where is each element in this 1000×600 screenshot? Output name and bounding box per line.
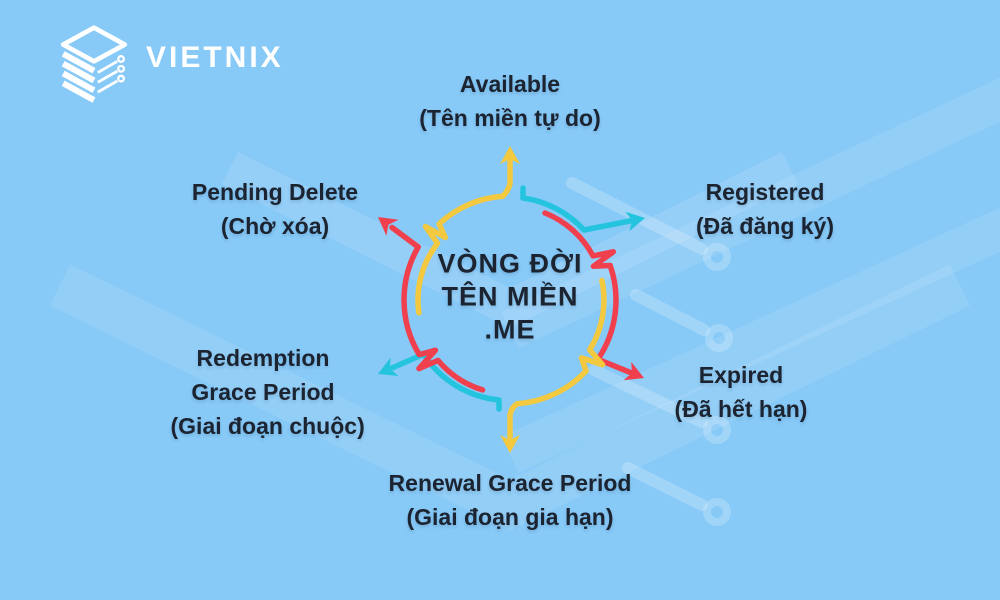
arrow-up-available-icon [500, 146, 520, 164]
watermark-chevron-lower [49, 264, 971, 531]
logo-diamond [60, 25, 128, 64]
center-line-1: VÒNG ĐỜI [437, 248, 583, 279]
stage-title: Pending Delete [191, 179, 359, 205]
watermark-circuit-dots [703, 243, 733, 526]
stage-label-pending-delete: Pending Delete (Chờ xóa) [192, 175, 358, 243]
stage-label-expired: Expired (Đã hết hạn) [675, 358, 808, 426]
arrow-upleft-pending-delete-icon [378, 217, 399, 236]
vietnix-logo-icon [60, 25, 128, 103]
stage-title: Available [459, 71, 561, 97]
stage-subtitle: (Đã hết hạn) [674, 396, 808, 422]
arc-redemption [389, 351, 502, 412]
center-line-2: TÊN MIỀN [441, 281, 579, 312]
logo-circuit-dots [117, 55, 126, 83]
stage-title: Expired [698, 362, 784, 388]
vietnix-brand-text: VIETNIX [146, 41, 284, 74]
logo-layer-bars [61, 51, 96, 103]
center-line-3: .ME [484, 314, 536, 345]
logo-circuit-lines [97, 60, 119, 94]
stage-label-available: Available (Tên miền tự do) [419, 67, 600, 135]
arc-registered [520, 185, 633, 233]
stage-label-renewal-grace-period: Renewal Grace Period (Giai đoạn gia hạn) [389, 466, 632, 534]
stage-subtitle: (Giai đoạn chuộc) [170, 413, 365, 439]
ring-center-title: VÒNG ĐỜI TÊN MIỀN .ME [437, 248, 582, 347]
arrow-downleft-redemption-icon [378, 357, 399, 376]
arrow-upright-registered-icon [625, 211, 645, 232]
arc-expired [542, 210, 633, 376]
stage-subtitle: (Tên miền tự do) [419, 105, 601, 131]
arrow-downright-expired-icon [623, 361, 644, 381]
arc-renewal [507, 277, 607, 440]
arc-available [415, 157, 513, 316]
stage-title: Redemption Grace Period [191, 345, 335, 405]
stage-subtitle: (Giai đoạn gia hạn) [406, 504, 614, 530]
stage-subtitle: (Đã đăng ký) [695, 213, 835, 239]
stage-title: Renewal Grace Period [388, 470, 632, 496]
watermark-chevron-upper [221, 151, 799, 329]
stage-title: Registered [705, 179, 825, 205]
vietnix-logo: VIETNIX [52, 22, 284, 110]
watermark-stripe-1 [501, 77, 1000, 349]
stage-label-registered: Registered (Đã đăng ký) [696, 175, 834, 243]
watermark-stripe-2 [501, 207, 1000, 474]
stage-subtitle: (Chờ xóa) [220, 213, 330, 239]
stage-label-redemption-grace-period: Redemption Grace Period (Giai đoạn chuộc… [170, 341, 365, 443]
arc-pending-delete [389, 224, 486, 393]
arrow-down-renewal-icon [500, 435, 520, 453]
